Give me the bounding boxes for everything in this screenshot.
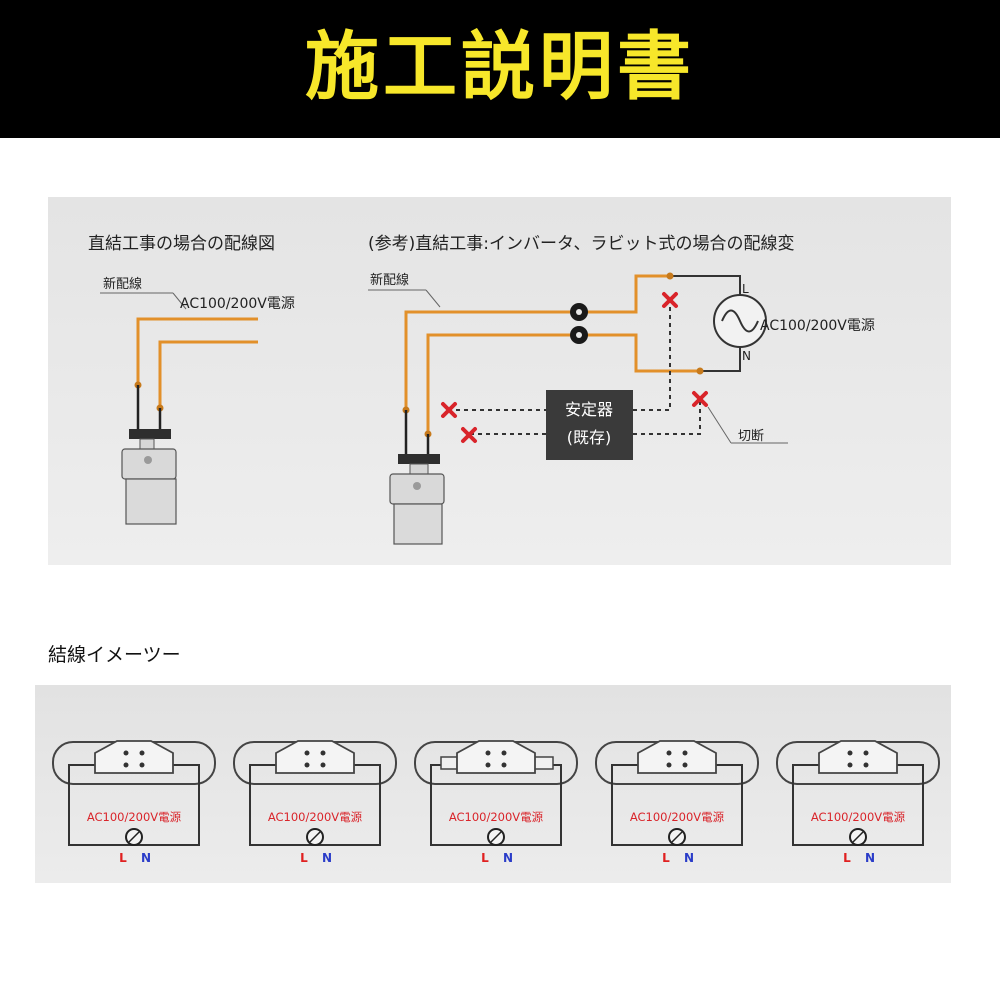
right-leader-line-d [425,289,441,308]
left-socket-cap [129,429,171,439]
dotted-line-4 [633,402,701,435]
terminal-n-label: N [742,349,751,363]
wiring-item-n: N [503,851,513,865]
cut-mark-1-icon [441,402,457,418]
wiring-item-power-label: AC100/200V電源 [449,810,544,824]
wiring-item-l: L [662,851,670,865]
left-diagram-title: 直結工事の場合の配線図 [88,234,275,254]
wiring-item-l: L [481,851,489,865]
right-junction-top [666,272,674,280]
wiring-item-n: N [865,851,875,865]
wiring-item-l: L [843,851,851,865]
right-junction-bottom [696,367,704,375]
right-wire-1 [404,274,670,410]
wiring-diagram-svg: 直結工事の場合の配線図 新配線 AC100/200V電源 (参考)直結工事:イン… [88,234,875,545]
wiring-item-1: AC100/200V電源 L N [52,740,216,865]
left-socket-body [125,478,177,525]
right-socket-neck [409,463,429,475]
right-socket-pin [413,482,421,490]
wiring-item-5: AC100/200V電源 L N [776,740,940,865]
wiring-item-l: L [119,851,127,865]
wiring-item-2: AC100/200V電源 L N [233,740,397,865]
left-power-label: AC100/200V電源 [180,296,295,312]
right-circuit-l [670,275,741,295]
right-wire-2 [426,333,700,434]
terminal-l-label: L [742,282,749,296]
wiring-image-label: 結線イメーツー [48,644,181,666]
left-new-wire-label: 新配線 [103,276,142,292]
wiring-item-power-label: AC100/200V電源 [811,810,906,824]
cut-mark-3-icon [662,292,678,308]
wiring-item-power-label: AC100/200V電源 [630,810,725,824]
wiring-item-4: AC100/200V電源 L N [595,740,759,865]
wiring-item-power-label: AC100/200V電源 [268,810,363,824]
left-leader-line-d [172,292,187,310]
wiring-item-n: N [141,851,151,865]
wiring-item-power-label: AC100/200V電源 [87,810,182,824]
left-wire-2 [158,340,258,407]
wiring-item-3: AC100/200V電源 L N [414,740,578,865]
right-socket-cap [398,454,440,464]
ballast-sublabel: (既存) [567,428,612,447]
left-socket-neck [139,438,155,450]
right-diagram-title: (参考)直結工事:インバータ、ラビット式の場合の配線変 [368,234,794,254]
left-socket-head [121,448,177,480]
sine-wave-icon [721,309,759,333]
ballast-label: 安定器 [565,400,613,419]
dotted-line-2 [633,302,671,411]
cut-label: 切断 [738,429,764,444]
wiring-item-n: N [322,851,332,865]
left-wire-1 [136,317,258,385]
wiring-item-l: L [300,851,308,865]
wiring-item-n: N [684,851,694,865]
cut-mark-2-icon [461,427,477,443]
wiring-diagram-panel: 直結工事の場合の配線図 新配線 AC100/200V電源 (参考)直結工事:イン… [48,197,951,565]
right-circuit-n [700,347,741,372]
header-banner: 施工説明書 [0,0,1000,138]
right-socket-body [393,503,443,545]
page-title: 施工説明書 [305,24,695,110]
right-power-label: AC100/200V電源 [760,318,875,334]
right-new-wire-label: 新配線 [370,272,409,288]
cut-mark-4-icon [692,391,708,407]
cut-leader-d [707,406,732,444]
left-socket-pin [144,456,152,464]
ballast-box [546,390,633,460]
wiring-image-svg: AC100/200V電源 L N AC100/200V電源 L N [52,740,940,865]
wiring-image-panel: AC100/200V電源 L N AC100/200V電源 L N [35,685,951,883]
